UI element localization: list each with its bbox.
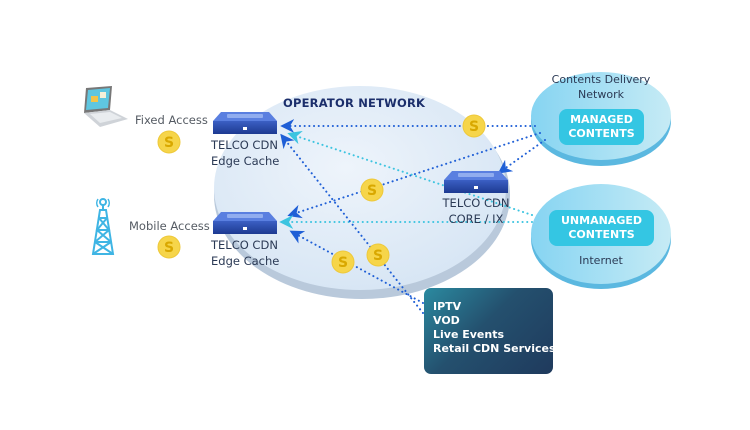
managed-contents-badge: MANAGED CONTENTS [559, 109, 644, 145]
edge-cache-top-label-line2: Edge Cache [211, 154, 280, 168]
link-cdn-to-edge-bottom [287, 132, 541, 219]
coin-fixed-access-icon: S [157, 130, 181, 154]
coin-symbol: S [164, 135, 174, 151]
internet-caption: Internet [579, 254, 623, 267]
operator-network-title: OPERATOR NETWORK [283, 96, 426, 110]
service-item-retail-cdn: Retail CDN Services [433, 342, 556, 355]
coin-cdn-edge-bottom-link-icon: S [360, 178, 384, 202]
link-cdn-to-core [497, 139, 546, 174]
coin-symbol: S [367, 183, 377, 199]
unmanaged-contents-badge: UNMANAGED CONTENTS [549, 210, 654, 246]
server-icon-edge-top [213, 112, 277, 134]
service-item-iptv: IPTV [433, 300, 462, 313]
mobile-access-label: Mobile Access [129, 219, 210, 233]
coin-mobile-access-icon: S [157, 235, 181, 259]
managed-contents-line2: CONTENTS [568, 127, 635, 140]
coin-services-link-2-icon: S [331, 250, 355, 274]
managed-contents-line1: MANAGED [570, 113, 633, 126]
links [279, 119, 546, 314]
coin-symbol: S [338, 255, 348, 271]
link-services-to-edge-bottom [289, 230, 424, 304]
service-item-live-events: Live Events [433, 328, 505, 341]
edge-cache-top-label-line1: TELCO CDN [211, 138, 278, 152]
service-item-vod: VOD [433, 314, 460, 327]
link-services-to-edge-top [280, 133, 424, 314]
edge-cache-bottom-label-line2: Edge Cache [211, 254, 280, 268]
coin-services-link-1-icon: S [366, 243, 390, 267]
fixed-access-label: Fixed Access [135, 113, 208, 127]
cell-tower-icon [91, 198, 115, 255]
cdn-caption-line2: Network [578, 88, 624, 101]
unmanaged-contents-line1: UNMANAGED [561, 214, 642, 227]
coin-symbol: S [164, 240, 174, 256]
server-icon-core [444, 171, 508, 193]
cdn-caption-line1: Contents Delivery [551, 73, 651, 86]
link-internet-to-edge-top [287, 130, 533, 216]
services-box: IPTV VOD Live Events Retail CDN Services [424, 288, 556, 374]
core-label-line2: CORE / IX [448, 212, 504, 226]
coin-symbol: S [373, 248, 383, 264]
coins: S S S S S S [157, 114, 486, 274]
laptop-icon [84, 86, 128, 127]
server-icon-edge-bottom [213, 212, 277, 234]
core-label-line1: TELCO CDN [442, 196, 510, 210]
edge-cache-bottom-label-line1: TELCO CDN [211, 238, 278, 252]
coin-cdn-link-icon: S [462, 114, 486, 138]
coin-symbol: S [469, 119, 479, 135]
unmanaged-contents-line2: CONTENTS [568, 228, 635, 241]
